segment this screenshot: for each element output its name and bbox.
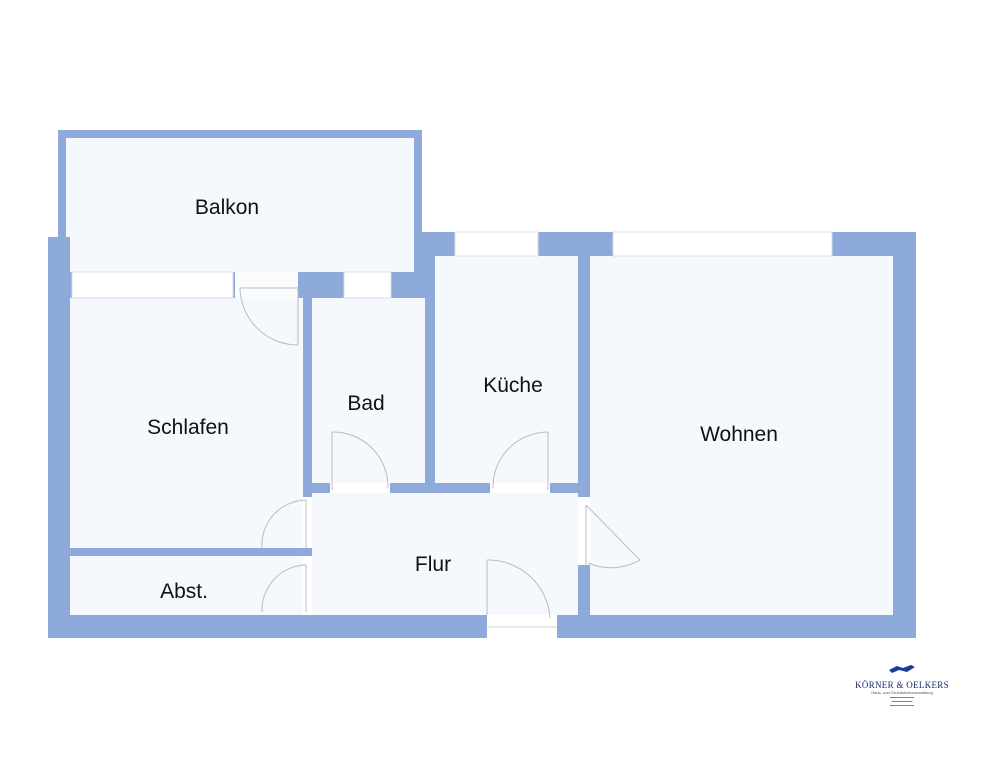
room-label-wohnen: Wohnen	[700, 423, 778, 446]
door-kueche[interactable]	[492, 431, 549, 490]
wall-schlafen-abst	[70, 548, 312, 556]
balkon-railing-top	[58, 130, 422, 138]
room-label-schlafen: Schlafen	[147, 416, 229, 439]
door-bad[interactable]	[331, 431, 389, 490]
logo-brand: KÖRNER & OELKERS	[855, 680, 949, 690]
outer-wall-bottom-left	[48, 615, 487, 638]
window-schlafen	[71, 271, 234, 299]
room-label-abst: Abst.	[160, 580, 208, 603]
wohnen-floor	[590, 256, 893, 615]
wall-flur-top-1	[303, 483, 330, 493]
abst-floor	[70, 556, 303, 615]
room-label-flur: Flur	[414, 553, 452, 576]
logo-tagline: Haus- und Grundstücksverwaltung	[871, 690, 933, 695]
flur-floor	[312, 493, 578, 615]
wall-flur-wohnen	[578, 565, 590, 615]
door-schlafen[interactable]	[261, 499, 307, 549]
outer-wall-right	[893, 232, 916, 638]
window-kueche	[454, 231, 539, 257]
outer-wall-left	[48, 237, 70, 638]
logo-fine-print: ▬▬▬▬▬▬▬▬▬▬▬▬▬▬▬▬▬▬▬▬▬▬▬	[890, 695, 914, 707]
balkon-door-opening	[235, 272, 298, 298]
door-balkon[interactable]	[239, 287, 299, 346]
balkon-railing-left	[58, 130, 66, 240]
outer-wall-bottom-right	[557, 615, 916, 638]
schlafen-floor	[70, 298, 303, 548]
wall-bad-kueche	[425, 285, 435, 490]
bad-floor	[312, 298, 425, 483]
balkon-floor	[66, 138, 414, 272]
company-logo: KÖRNER & OELKERS Haus- und Grundstücksve…	[852, 662, 952, 707]
door-wohnen[interactable]	[585, 504, 641, 569]
door-entrance[interactable]	[486, 559, 551, 619]
window-wohnen	[612, 231, 833, 257]
kueche-floor	[435, 256, 578, 483]
room-label-kueche: Küche	[483, 374, 543, 397]
room-label-balkon: Balkon	[194, 196, 260, 219]
door-abst[interactable]	[261, 564, 307, 613]
logo-mark-icon	[889, 665, 915, 673]
wall-flur-top-2	[390, 483, 490, 493]
wall-flur-top-3	[550, 483, 590, 493]
room-label-bad: Bad	[347, 392, 385, 415]
window-bad	[343, 271, 392, 299]
balkon-railing-right	[414, 130, 422, 275]
wall-bad-left	[303, 298, 312, 497]
wall-kueche-wohnen	[578, 256, 590, 497]
